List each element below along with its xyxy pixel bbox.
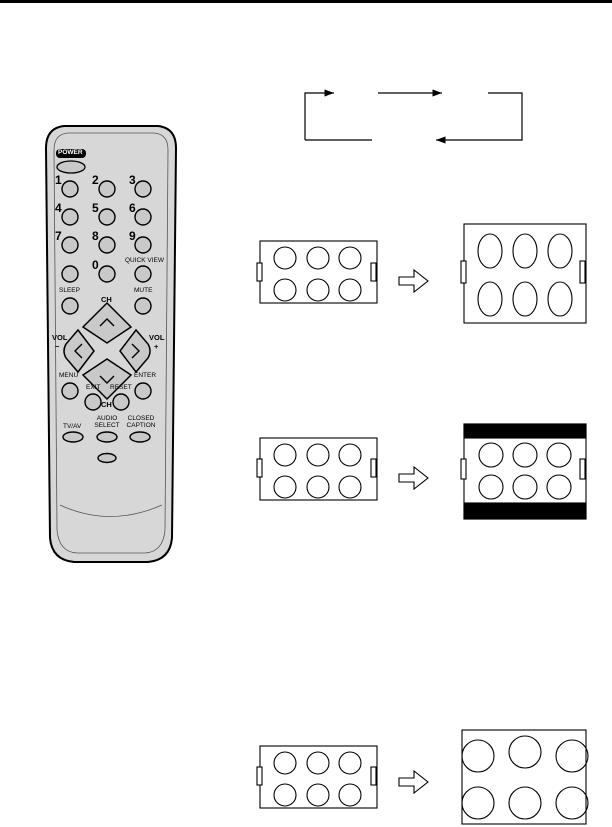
closed-caption-label-line1: CLOSED xyxy=(127,415,155,422)
enter-button xyxy=(134,382,152,400)
digit-3-label: 3 xyxy=(129,173,136,187)
power-button xyxy=(56,160,86,174)
diagram-1-source-screen xyxy=(256,240,378,304)
digit-9-label: 9 xyxy=(129,229,136,243)
power-label: POWER xyxy=(58,149,83,156)
quick-view-button xyxy=(134,265,152,283)
ch-up-button xyxy=(81,301,133,344)
digit-3-button xyxy=(134,180,152,198)
closed-caption-button xyxy=(129,431,151,443)
bottom-oval-button xyxy=(97,452,117,464)
digit-8-button xyxy=(98,236,116,254)
vol-right-label: VOL xyxy=(149,333,165,342)
digit-4-button xyxy=(61,208,79,226)
reset-button xyxy=(112,393,130,411)
digit-8-label: 8 xyxy=(92,229,99,243)
digit-9-button xyxy=(134,236,152,254)
remote-inner-edge xyxy=(53,132,169,554)
mode-cycle-diagram xyxy=(304,89,523,144)
diagram-2-source-screen xyxy=(256,437,378,501)
digit-5-label: 5 xyxy=(92,201,99,215)
digit-1-button xyxy=(61,180,79,198)
digit-7-label: 7 xyxy=(55,229,62,243)
diagram-1-result-screen xyxy=(460,223,587,324)
remote-bottom-curve xyxy=(59,504,163,517)
power-label-badge xyxy=(56,149,86,158)
digit-7-button xyxy=(61,236,79,254)
tvav-label: TV/AV xyxy=(63,423,82,430)
digit-1-label: 1 xyxy=(55,173,62,187)
diagram-2-result-screen xyxy=(460,423,587,520)
mute-label: MUTE xyxy=(134,287,153,294)
vol-left-sign: − xyxy=(55,342,60,351)
mute-button xyxy=(134,297,152,315)
audio-select-button xyxy=(96,431,118,443)
remote-control xyxy=(44,125,178,563)
direction-pad xyxy=(63,301,151,401)
remote-body xyxy=(44,125,178,563)
audio-select-label-line1: AUDIO xyxy=(96,415,118,422)
ch-up-label: CH xyxy=(101,295,112,304)
closed-caption-label-line2: CAPTION xyxy=(126,422,156,429)
dpad-chevrons xyxy=(74,318,140,384)
diagram-1-arrow-icon xyxy=(398,268,429,294)
chevron-left-icon xyxy=(74,343,83,359)
audio-select-label-line2: SELECT xyxy=(94,422,120,429)
diagram-3-result-screen xyxy=(461,729,589,825)
digit-5-button xyxy=(98,208,116,226)
letterbox-bottom-bar xyxy=(463,502,587,520)
ch-down-button xyxy=(81,358,133,401)
sleep-label: SLEEP xyxy=(59,287,80,294)
cycle-left-return xyxy=(304,89,334,140)
menu-label: MENU xyxy=(59,372,79,379)
exit-label: EXIT xyxy=(86,384,101,391)
tvav-button xyxy=(62,431,84,443)
diagram-3-source-screen xyxy=(256,745,378,809)
digit-6-label: 6 xyxy=(129,201,136,215)
exit-button xyxy=(84,393,102,411)
sleep-button xyxy=(61,297,79,315)
ch-down-label: CH xyxy=(101,400,112,409)
cycle-right-return xyxy=(436,92,523,144)
letterbox-top-bar xyxy=(463,423,587,439)
chevron-up-icon xyxy=(99,318,115,327)
quick-view-label: QUICK VIEW xyxy=(125,257,165,264)
diagram-3-arrow-icon xyxy=(398,769,429,795)
digit-4-label: 4 xyxy=(55,201,62,215)
reset-label: RESET xyxy=(110,384,132,391)
digit-6-button xyxy=(134,208,152,226)
digit-0-label: 0 xyxy=(92,258,99,272)
digit-0-button xyxy=(98,265,116,283)
enter-label: ENTER xyxy=(134,372,157,379)
vol-up-button xyxy=(119,328,151,374)
chevron-right-icon xyxy=(131,343,140,359)
vol-right-sign: + xyxy=(154,342,159,351)
vol-left-label: VOL xyxy=(52,333,68,342)
digit-2-button xyxy=(98,180,116,198)
diagram-2-arrow-icon xyxy=(398,465,429,491)
digit-2-label: 2 xyxy=(92,173,99,187)
screen-diagrams xyxy=(256,223,589,825)
menu-button xyxy=(61,382,79,400)
top-rule xyxy=(0,0,612,3)
number-pad xyxy=(61,180,152,315)
blank-button xyxy=(61,265,79,283)
chevron-down-icon xyxy=(99,375,115,384)
vol-down-button xyxy=(63,328,95,374)
